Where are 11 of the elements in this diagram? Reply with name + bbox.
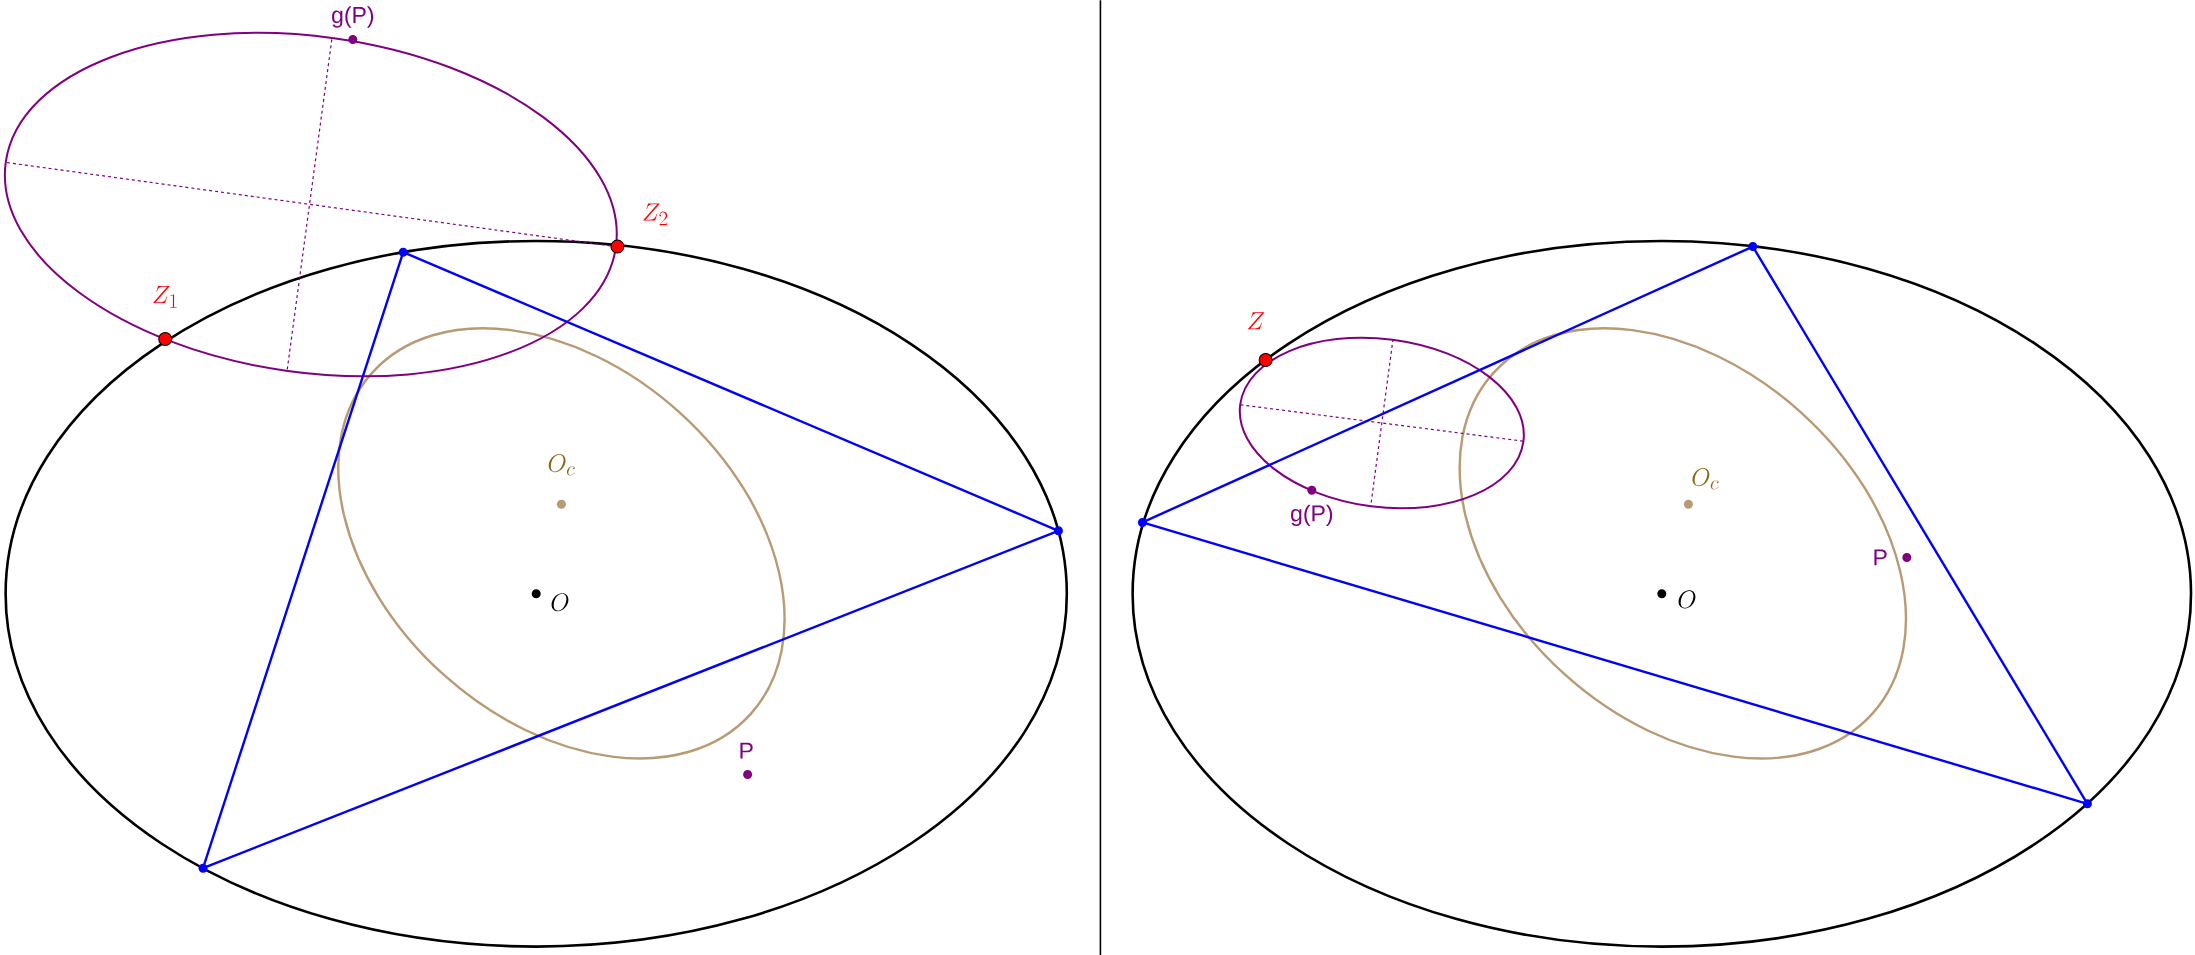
point-label: $O_c$ xyxy=(1692,468,1719,490)
point-label: g(P) xyxy=(332,6,374,28)
point-label: $Z_2$ xyxy=(643,203,668,226)
point-label: $Z_1$ xyxy=(153,286,177,308)
point-label: $O$ xyxy=(1678,590,1696,609)
point-label: g(P) xyxy=(1291,504,1333,527)
point-label: P xyxy=(740,742,753,759)
point-label: $Z$ xyxy=(1248,312,1265,330)
point-label: P xyxy=(1874,549,1887,566)
point-label: $O$ xyxy=(551,593,569,612)
point-label: $O_c$ xyxy=(548,454,575,476)
